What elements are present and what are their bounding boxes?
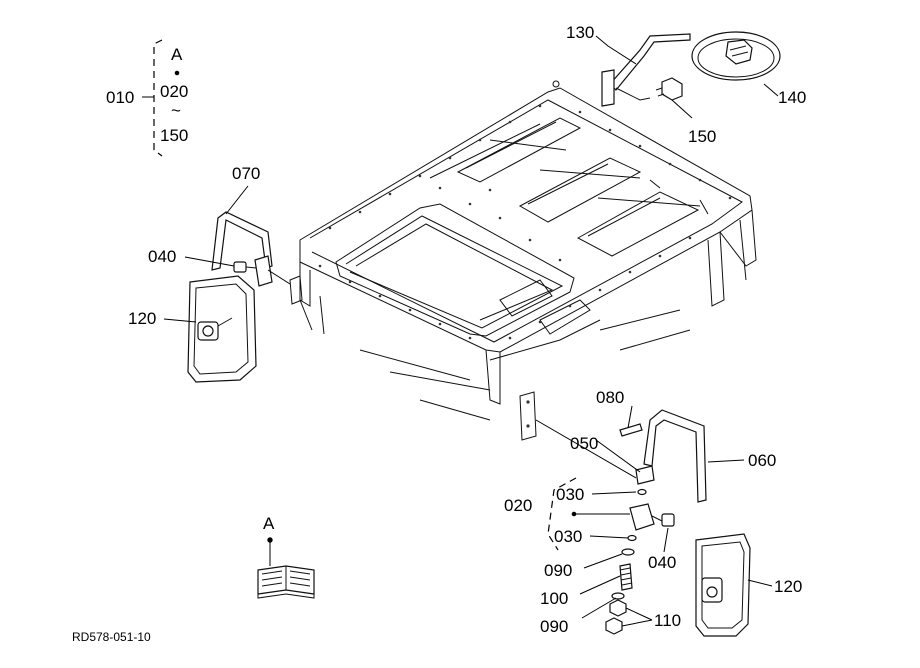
label-120-left: 120 [128,309,156,328]
label-tilde: ~ [171,101,181,120]
bracket-plate-left [254,255,273,287]
label-080: 080 [596,388,624,407]
nut-110-lower [605,617,623,635]
label-030-a: 030 [556,485,584,504]
spring-100 [619,563,633,591]
label-110: 110 [654,611,681,630]
bolt-040-left [233,261,257,273]
bolt-040-right [651,513,675,527]
washer-090-upper [621,548,635,556]
label-150: 150 [688,127,716,146]
cab-roof-frame [289,80,757,441]
manual-book-icon [257,565,315,599]
label-150-top: 150 [160,126,188,145]
label-070: 070 [232,164,260,183]
label-040-right: 040 [648,553,676,572]
label-090-b: 090 [540,617,568,636]
holder-020 [629,503,655,531]
label-020-top: 020 [160,82,188,101]
nut-150 [655,77,683,101]
left-mirror-assembly [187,211,273,383]
label-120-right: 120 [774,577,802,596]
washer-030-lower [627,534,637,542]
leader-lines [142,35,779,627]
mirror-stay-060 [643,409,707,503]
mounting-bracket-top [601,69,615,107]
group-bracket-020 [547,477,577,551]
washer-030-upper [637,488,647,496]
label-140: 140 [778,88,806,107]
drawing-code: RD578-051-10 [72,630,151,644]
mirror-120-right [695,533,751,637]
nut-110-upper [609,599,627,617]
mirror-stay-130 [609,33,691,91]
label-130: 130 [566,23,594,42]
top-mirror-assembly [601,31,781,107]
sleeve-050 [635,465,655,485]
label-020: 020 [504,496,532,515]
washer-090-lower [611,592,625,600]
label-030-b: 030 [554,527,582,546]
label-100: 100 [540,589,568,608]
right-mirror-assembly [605,409,751,637]
label-050: 050 [570,434,598,453]
part-labels: 010 A 020 ~ 150 070 040 120 130 140 150 … [72,23,806,644]
label-A-book: A [263,514,275,533]
label-010: 010 [106,88,134,107]
label-040-left: 040 [148,247,176,266]
label-090-a: 090 [544,561,572,580]
mirror-120-left [187,275,257,383]
label-A-top: A [171,45,183,64]
pin-080 [619,423,643,437]
mirror-140 [691,31,781,81]
label-060: 060 [748,451,776,470]
